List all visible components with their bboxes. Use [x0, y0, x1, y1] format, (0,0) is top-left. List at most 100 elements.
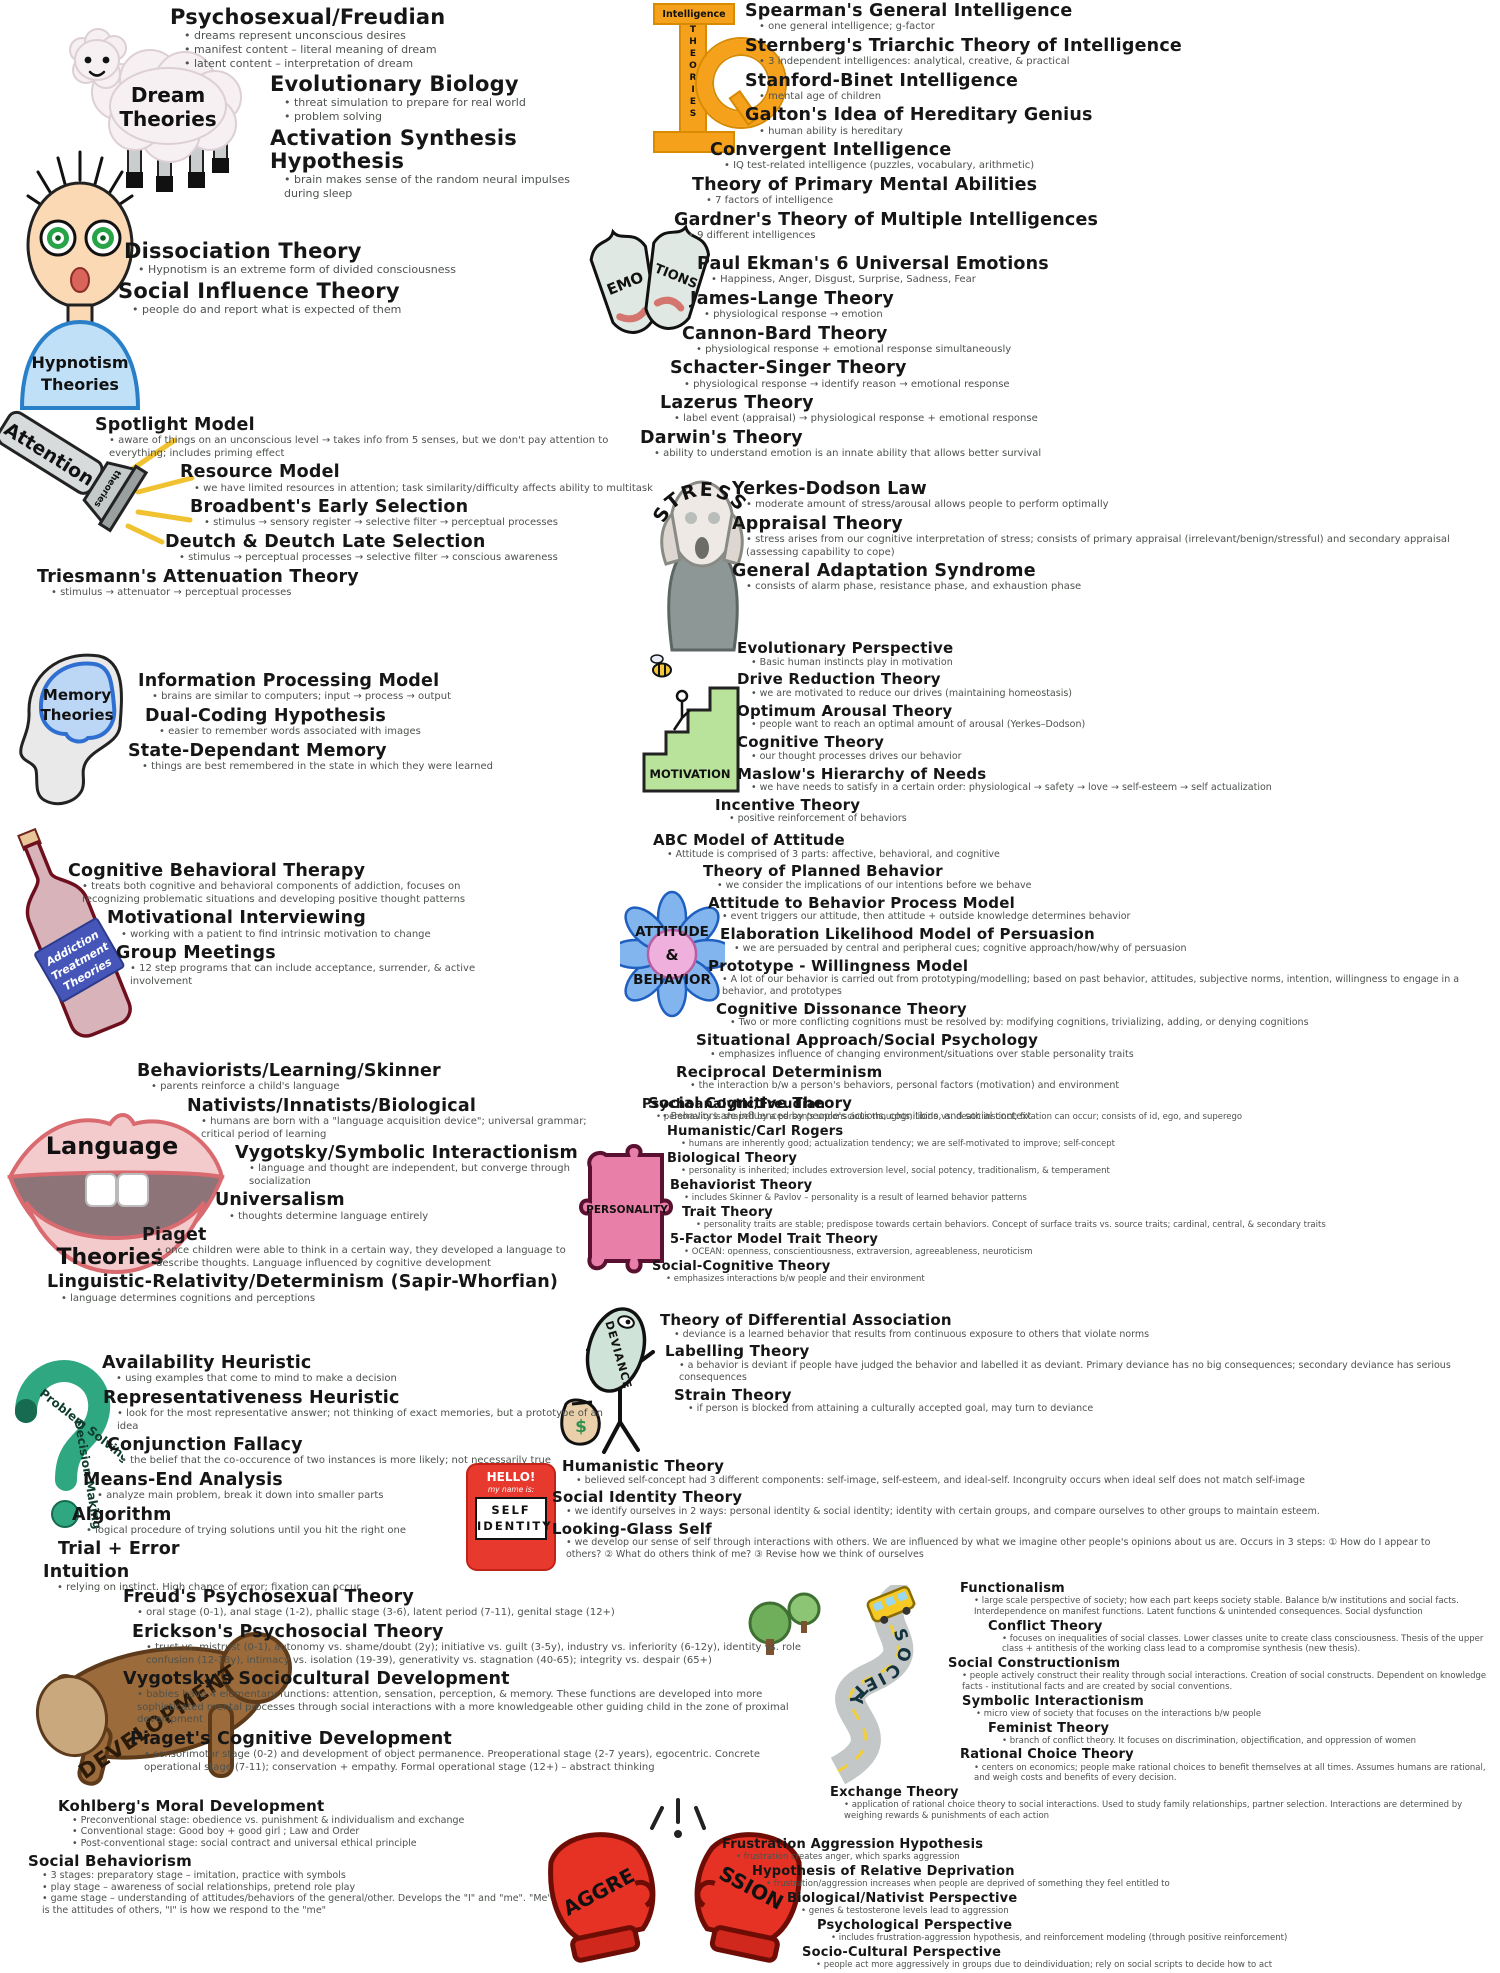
section-attention-theories: Spotlight Model• aware of things on an u… — [37, 415, 657, 602]
theory-title: Behaviorist Theory — [670, 1177, 813, 1193]
theory-bullet: • Two or more conflicting cognitions mus… — [730, 1017, 1309, 1029]
theory-title: Social-Cognitive Theory — [652, 1258, 831, 1274]
attitude-section-label: ATTITUDE — [635, 924, 709, 940]
theory-bullet: • positive reinforcement of behaviors — [729, 813, 907, 825]
theory-title: Trait Theory — [682, 1204, 773, 1220]
theory-bullet: • personality traits are stable; predisp… — [696, 1219, 1326, 1230]
theory-bullet: • humans are born with a "language acqui… — [201, 1116, 587, 1140]
theory-bullet: • we are motivated to reduce our drives … — [751, 687, 1072, 699]
language-section-label: Language — [46, 1132, 179, 1160]
section-self-identity: Humanistic Theory• believed self-concept… — [552, 1458, 1442, 1564]
theory-bullet: • language and thought are independent, … — [249, 1163, 570, 1187]
theory-bullet: • treats both cognitive and behavioral c… — [82, 881, 466, 905]
theory-entry: Piaget's Cognitive Development• sensorim… — [130, 1728, 813, 1774]
theory-title: Vygotsky/Symbolic Interactionism — [235, 1143, 578, 1163]
section-deviance-theories: Theory of Differential Association• devi… — [660, 1312, 1490, 1418]
theory-entry: Socio-Cultural Perspective• people act m… — [802, 1945, 1497, 1971]
theory-entry: Social Cognitive Theory• Behaviors are i… — [648, 1095, 1496, 1123]
theory-entry: Triesmann's Attenuation Theory• stimulus… — [37, 567, 657, 600]
svg-text:Theories: Theories — [56, 1245, 163, 1270]
theory-bullet: • easier to remember words associated wi… — [159, 726, 421, 737]
theory-entry: Looking-Glass Self• we develop our sense… — [552, 1521, 1442, 1561]
nametag-line: my name is: — [487, 1485, 535, 1494]
section-iq-theories: Spearman's General Intelligence• one gen… — [660, 1, 1490, 245]
sheep-icon: Dream Theories — [69, 28, 242, 192]
theory-bullet: • parents reinforce a child's language — [151, 1081, 340, 1093]
theory-title: Social Identity Theory — [552, 1488, 743, 1507]
theory-title: Social Influence Theory — [118, 278, 400, 303]
theory-entry: Cannon-Bard Theory• physiological respon… — [682, 324, 1490, 357]
theory-title: Deutch & Deutch Late Selection — [165, 531, 486, 552]
theory-bullet: • personality is inherited; includes ext… — [681, 1166, 1110, 1177]
theory-bullet: • deviance is a learned behavior that re… — [674, 1328, 1150, 1340]
theory-title: ABC Model of Attitude — [653, 831, 845, 849]
language-lips-icon: Language Theories — [7, 1113, 225, 1275]
theory-title: Yerkes-Dodson Law — [732, 479, 927, 499]
section-attitude-theories: ABC Model of Attitude• Attitude is compr… — [648, 832, 1496, 1126]
theory-title: Piaget's Cognitive Development — [130, 1728, 452, 1749]
theory-title: Situational Approach/Social Psychology — [696, 1031, 1039, 1050]
theory-title: Social Cognitive Theory — [648, 1093, 853, 1112]
theory-title: Optimum Arousal Theory — [737, 701, 953, 720]
iq-logo-icon: Intelligence THEORIES — [653, 3, 785, 155]
theory-title: Dissociation Theory — [124, 239, 362, 263]
theory-title: Biological Theory — [667, 1150, 798, 1166]
theory-title: Psychological Perspective — [817, 1917, 1013, 1933]
section-society-theories: Functionalism• large scale perspective o… — [830, 1581, 1498, 1824]
theory-entry: Reciprocal Determinism• the interaction … — [676, 1063, 1496, 1092]
theory-bullet: • working with a patient to find intrins… — [121, 928, 431, 940]
attitude-flower-icon: ATTITUDE & BEHAVIOR — [620, 890, 725, 1018]
theory-title: Availability Heuristic — [102, 1353, 312, 1373]
theory-bullet: • Post-conventional stage: social contra… — [72, 1838, 417, 1850]
theory-title: Conjunction Fallacy — [107, 1435, 303, 1455]
theory-title: Social Constructionism — [948, 1656, 1121, 1672]
addiction-bottle-icon: Addiction Treatment Theories — [17, 827, 132, 1038]
theory-bullet: • a behavior is deviant if people have j… — [679, 1359, 1451, 1383]
theory-title: Functionalism — [960, 1581, 1065, 1596]
theory-title: State-Dependant Memory — [128, 740, 387, 761]
theory-entry: Spearman's General Intelligence• one gen… — [745, 1, 1490, 34]
theory-title: Darwin's Theory — [640, 427, 803, 448]
theory-title: Conflict Theory — [988, 1618, 1103, 1634]
theory-title: Elaboration Likelihood Model of Persuasi… — [720, 925, 1095, 944]
theory-entry: Strain Theory• if person is blocked from… — [674, 1387, 1490, 1415]
theory-entry: Trait Theory• personality traits are sta… — [682, 1204, 1497, 1231]
society-road-icon: SOCIETY — [748, 1585, 957, 1785]
theory-bullet: • includes frustration-aggression hypoth… — [831, 1933, 1288, 1944]
theory-bullet: • application of rational choice theory … — [844, 1800, 1463, 1821]
theory-title: Frustration Aggression Hypothesis — [722, 1837, 984, 1852]
theory-entry: Evolutionary Biology• threat simulation … — [270, 73, 590, 124]
theory-title: Vygotsky's Sociocultural Development — [123, 1669, 510, 1689]
theory-title: Appraisal Theory — [732, 513, 903, 534]
theory-bullet: • believed self-concept had 3 different … — [576, 1474, 1305, 1486]
section-problem-solving: Availability Heuristic• using examples t… — [43, 1353, 603, 1597]
theory-title: Psychoanalytic/Freudian — [642, 1097, 826, 1112]
theory-bullet: • things are best remembered in the stat… — [142, 760, 493, 772]
theory-entry: Evolutionary Perspective• Basic human in… — [737, 640, 1490, 668]
theory-title: Paul Ekman's 6 Universal Emotions — [697, 254, 1049, 274]
theory-entry: Paul Ekman's 6 Universal Emotions• Happi… — [697, 254, 1490, 287]
svg-text:Theories: Theories — [40, 706, 113, 724]
theory-bullet: • frustration/aggression increases when … — [766, 1879, 1170, 1890]
theory-bullet: • Conventional stage: Good boy + good gi… — [72, 1826, 360, 1838]
theory-bullet: • we are persuaded by central and periph… — [734, 942, 1187, 954]
theory-bullet: • physiological response → identify reas… — [684, 378, 1010, 390]
theory-title: Incentive Theory — [715, 795, 861, 814]
theory-entry: Incentive Theory• positive reinforcement… — [715, 797, 1490, 825]
theory-title: Attitude to Behavior Process Model — [708, 893, 1015, 912]
deviance-figure-icon: DEVIANCE $ — [560, 1307, 655, 1454]
section-addiction-theories: Cognitive Behavioral Therapy• treats bot… — [68, 861, 508, 991]
motivation-section-label: MOTIVATION — [650, 767, 731, 781]
theory-title: Hypothesis of Relative Deprivation — [752, 1863, 1015, 1879]
theory-entry: Linguistic-Relativity/Determinism (Sapir… — [47, 1272, 607, 1305]
theory-title: Group Meetings — [116, 943, 276, 963]
personality-puzzle-icon: PERSONALITY — [579, 1144, 673, 1274]
theory-entry: Activation Synthesis Hypothesis• brain m… — [270, 126, 590, 201]
theory-entry: Availability Heuristic• using examples t… — [102, 1353, 603, 1386]
theory-entry: Erickson's Psychosocial Theory• trust vs… — [132, 1622, 813, 1667]
theory-bullet: • focuses on inequalities of social clas… — [1002, 1633, 1484, 1655]
theory-title: Theory of Primary Mental Abilities — [692, 174, 1038, 195]
theory-entry: Lazerus Theory• label event (appraisal) … — [660, 393, 1490, 426]
svg-text:$: $ — [575, 1417, 587, 1437]
theory-title: Theory of Differential Association — [660, 1311, 952, 1329]
